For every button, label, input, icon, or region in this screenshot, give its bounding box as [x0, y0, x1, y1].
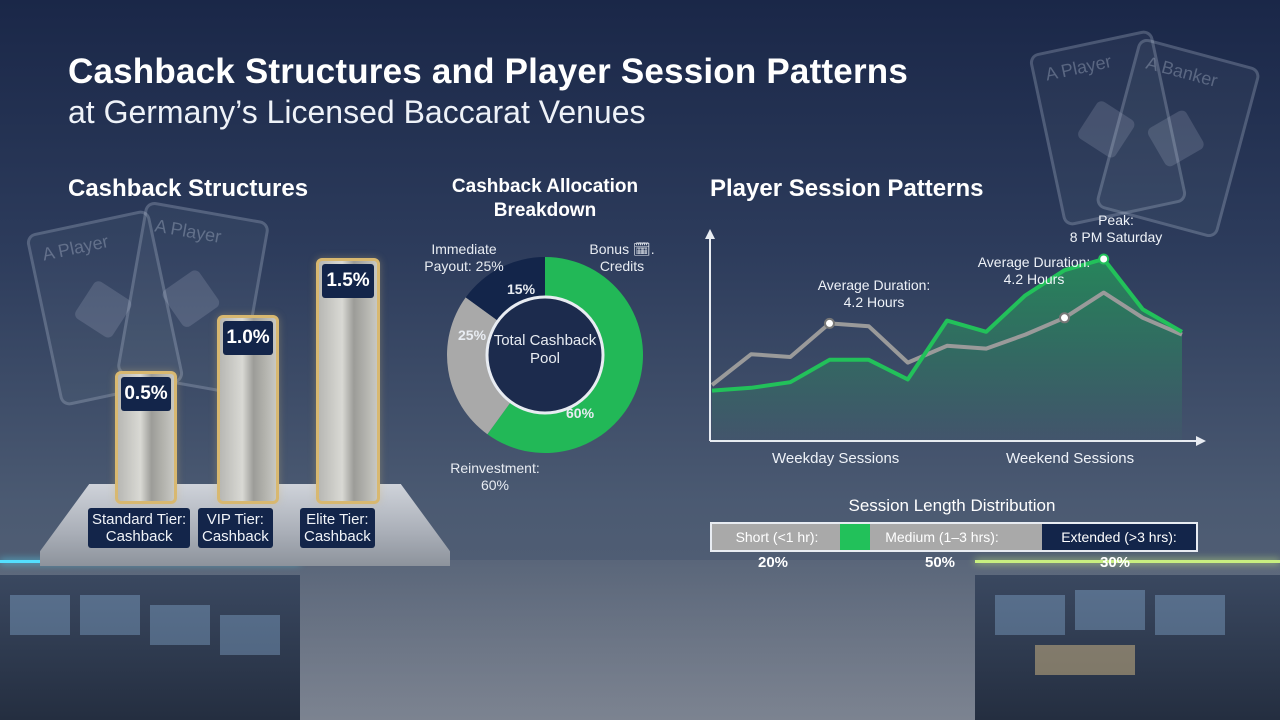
weekend-area-fill [712, 259, 1182, 441]
donut-slice [487, 257, 644, 453]
cashback-structures-title: Cashback Structures [68, 175, 309, 202]
bar-value-label: 1.5% [322, 264, 374, 298]
distribution-title: Session Length Distribution [848, 496, 1056, 515]
annotation-marker [1059, 312, 1070, 324]
casino-building-left [0, 575, 300, 720]
session-line-chart [705, 229, 1206, 446]
donut-center-label: Total Cashback Pool [493, 332, 597, 367]
x-label-weekend: Weekend Sessions [1006, 450, 1135, 467]
slice-label-15: 15% [507, 281, 536, 297]
page-title: Cashback Structures and Player Session P… [68, 52, 909, 91]
segment-short: Short (<1 hr): [712, 524, 842, 550]
annotation-marker [824, 317, 835, 329]
cashback-bar: 1.0% [217, 315, 279, 504]
donut-slice [447, 297, 511, 435]
annotation-peak: Peak:8 PM Saturday [1069, 212, 1163, 245]
x-label-weekday: Weekday Sessions [772, 450, 900, 467]
annotation-avg-duration-2: Average Duration:4.2 Hours [977, 254, 1091, 287]
allocation-title: Cashback Allocation Breakdown [451, 176, 639, 221]
slice-label-25: 25% [458, 327, 487, 343]
bonus-credits-callout: Bonus 🗓. Credits [589, 241, 655, 274]
casino-building-right [975, 575, 1280, 720]
gray-series-line [710, 290, 1183, 387]
neon-strip-right [975, 560, 1280, 563]
segment-short-accent [840, 524, 870, 550]
pct-extended: 30% [1100, 554, 1131, 571]
allocation-donut-chart [447, 257, 644, 453]
segment-medium: Medium (1–3 hrs): [842, 524, 1042, 550]
immediate-payout-callout: Immediate Payout: 25% [424, 241, 504, 274]
distribution-bar: Short (<1 hr): Medium (1–3 hrs): Extende… [710, 522, 1198, 552]
annotation-avg-duration-1: Average Duration:4.2 Hours [817, 277, 931, 310]
slice-label-60: 60% [566, 405, 595, 421]
pct-short: 20% [758, 554, 789, 571]
donut-center [485, 295, 605, 415]
bar-value-label: 0.5% [121, 377, 171, 411]
tier-label: Standard Tier:Cashback [88, 508, 191, 548]
cashback-bar: 0.5% [115, 371, 177, 504]
annotation-marker [1098, 253, 1110, 265]
bar-value-label: 1.0% [223, 321, 273, 355]
page-subtitle: at Germany’s Licensed Baccarat Venues [68, 94, 646, 130]
tier-label: VIP Tier:Cashback [198, 508, 273, 548]
donut-slice [465, 257, 545, 321]
tier-label: Elite Tier:Cashback [300, 508, 375, 548]
x-axis-arrow-icon [1196, 436, 1206, 446]
pct-medium: 50% [925, 554, 956, 571]
session-patterns-title: Player Session Patterns [710, 175, 984, 202]
y-axis-arrow-icon [705, 229, 715, 239]
reinvestment-callout: Reinvestment: 60% [450, 460, 540, 493]
segment-extended: Extended (>3 hrs): [1042, 524, 1196, 550]
cashback-bar: 1.5% [316, 258, 380, 504]
